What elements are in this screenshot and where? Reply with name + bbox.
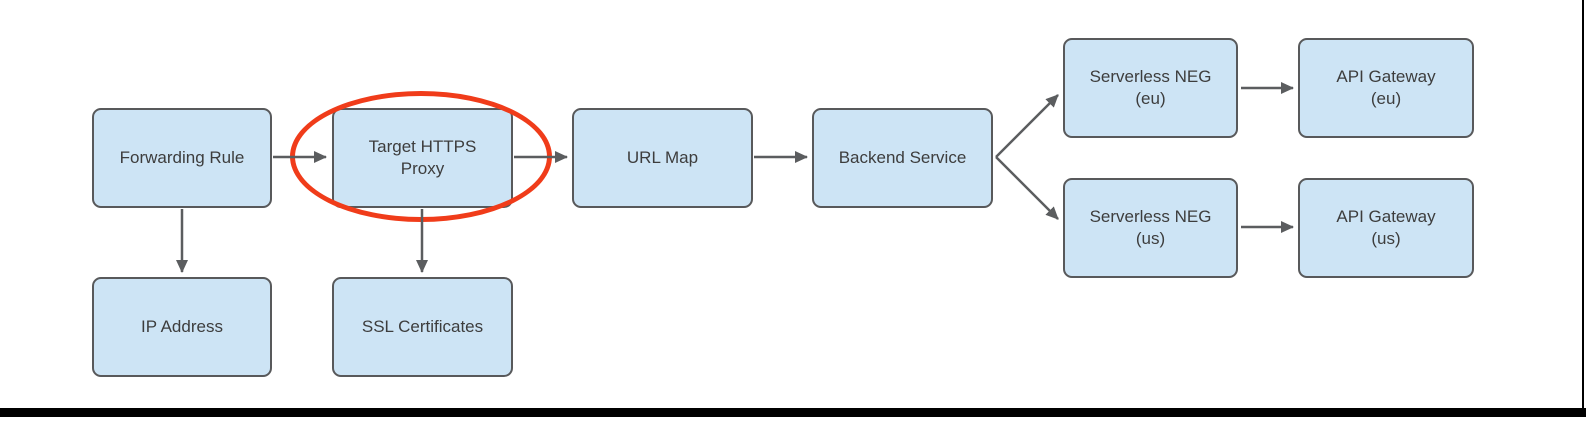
node-backend-service: Backend Service <box>812 108 993 208</box>
node-url-map: URL Map <box>572 108 753 208</box>
node-ssl-certificates: SSL Certificates <box>332 277 513 377</box>
edge-backendservice-negus <box>995 156 1059 220</box>
edge-backendservice-negeu <box>995 94 1059 158</box>
node-ip-address: IP Address <box>92 277 272 377</box>
node-serverless-neg-eu: Serverless NEG (eu) <box>1063 38 1238 138</box>
node-api-gateway-us: API Gateway (us) <box>1298 178 1474 278</box>
window-bottom-border <box>0 408 1586 417</box>
node-forwarding-rule: Forwarding Rule <box>92 108 272 208</box>
window-right-border <box>1582 0 1584 417</box>
node-api-gateway-eu: API Gateway (eu) <box>1298 38 1474 138</box>
node-target-https-proxy: Target HTTPS Proxy <box>332 108 513 208</box>
node-serverless-neg-us: Serverless NEG (us) <box>1063 178 1238 278</box>
